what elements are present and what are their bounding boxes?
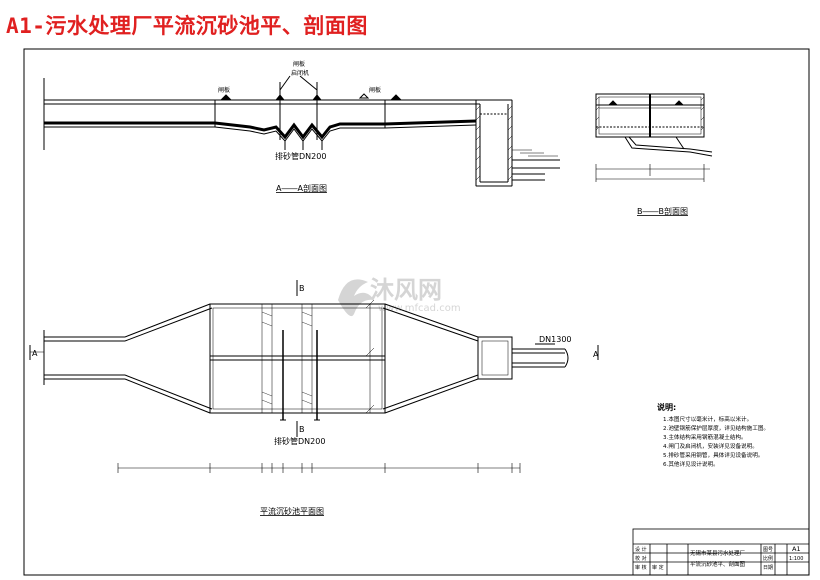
tb-scale: 1:100 bbox=[789, 556, 803, 562]
plan-mark-a-left: A bbox=[32, 349, 38, 358]
aa-right-tag: 闸板 bbox=[369, 86, 381, 94]
note-item: 4.闸门及启闭机，安装详见设备说明。 bbox=[663, 442, 758, 450]
aa-gate-label-2: 启闭机 bbox=[291, 69, 309, 77]
tb-row2-a: 审 核 bbox=[635, 564, 647, 571]
plan-outlet-label: DN1300 bbox=[539, 335, 572, 344]
note-item: 3.主体结构采用钢筋混凝土结构。 bbox=[663, 433, 747, 441]
tb-row1-b: 校 对 bbox=[635, 555, 647, 562]
note-item: 6.其他详见设计说明。 bbox=[663, 460, 719, 468]
tb-drawing-no: A1 bbox=[792, 545, 801, 553]
plan-mark-b-top: B bbox=[299, 284, 305, 293]
plan-mark-a-right: A bbox=[593, 350, 599, 359]
tb-scale-label: 比例 bbox=[763, 555, 773, 562]
watermark-url: www.mfcad.com bbox=[378, 303, 461, 314]
note-item: 5.排砂管采用钢管，具体详见设备说明。 bbox=[663, 451, 763, 459]
bb-caption: B――B剖面图 bbox=[637, 206, 688, 216]
aa-pipe-label: 排砂管DN200 bbox=[275, 151, 326, 161]
tb-project: 无锡市某县污水处理厂 bbox=[690, 549, 746, 557]
drawing-title: A1-污水处理厂平流沉砂池平、剖面图 bbox=[6, 14, 368, 38]
plan-view bbox=[29, 280, 599, 473]
sheet-border bbox=[23, 48, 810, 576]
watermark-logo-icon bbox=[338, 279, 374, 317]
aa-left-tag: 闸板 bbox=[218, 86, 230, 94]
tb-row1-a: 设 计 bbox=[635, 546, 647, 553]
plan-mark-b-bottom: B bbox=[299, 425, 305, 434]
tb-date-label: 日期 bbox=[763, 565, 773, 571]
plan-pipe-label: 排砂管DN200 bbox=[274, 436, 325, 446]
notes-heading: 说明: bbox=[657, 402, 676, 412]
note-item: 1.本图尺寸以毫米计，标高以米计。 bbox=[663, 415, 752, 423]
aa-caption: A――A剖面图 bbox=[276, 183, 327, 193]
title-block bbox=[632, 528, 810, 576]
plan-caption: 平流沉砂池平面图 bbox=[260, 506, 324, 516]
aa-gate-label-1: 闸板 bbox=[293, 60, 305, 68]
tb-drawing: 平流沉砂池平、剖面图 bbox=[690, 560, 746, 568]
tb-drawing-no-label: 图号 bbox=[763, 547, 773, 553]
watermark-brand: 沐风网 bbox=[370, 276, 442, 304]
note-item: 2.池壁钢筋保护层厚度，详见结构施工图。 bbox=[663, 424, 769, 432]
section-aa bbox=[43, 75, 560, 187]
section-bb bbox=[595, 93, 713, 182]
watermark: 沐风网 www.mfcad.com bbox=[338, 276, 461, 317]
tb-row2-b: 审 定 bbox=[652, 564, 664, 571]
